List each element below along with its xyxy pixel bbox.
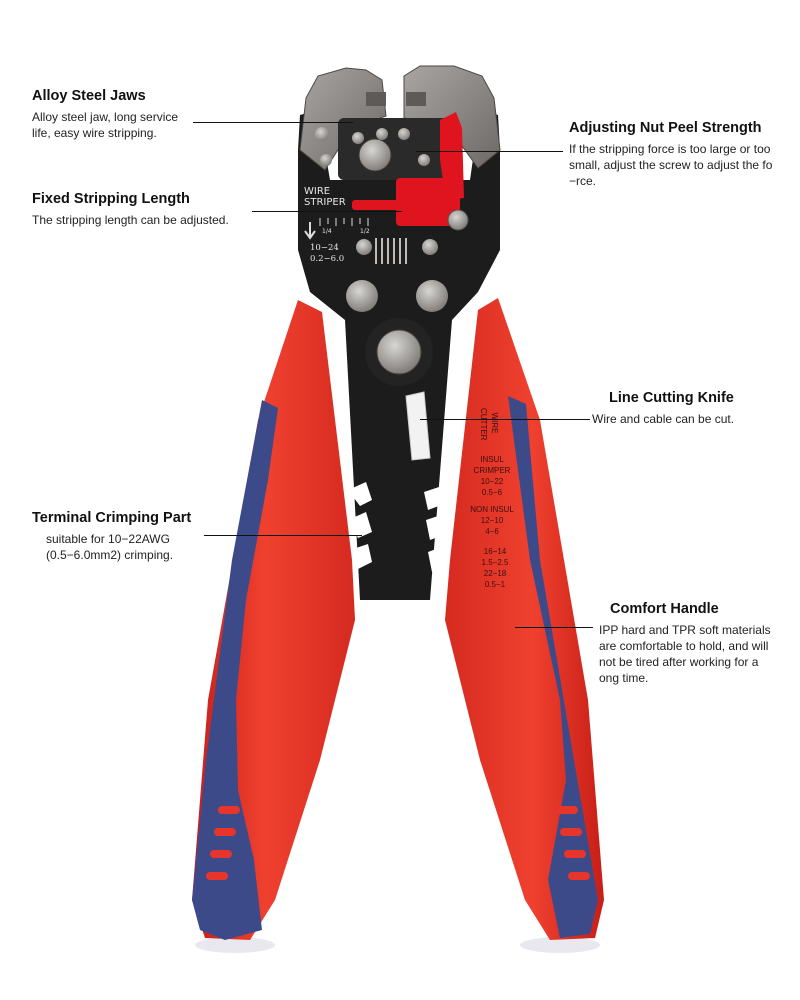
callout-text: Wire and cable can be cut. <box>592 412 735 426</box>
callout-title: Fixed Stripping Length <box>32 191 190 207</box>
stripping-scale <box>319 218 369 226</box>
leader-line <box>204 535 362 536</box>
jaw-teeth <box>366 92 386 106</box>
shadow <box>520 937 600 953</box>
crimp-teeth-left <box>348 482 372 570</box>
leader-line <box>515 627 593 628</box>
callout-fixed-stripping-length: Fixed Stripping Length The stripping len… <box>32 191 229 228</box>
grip-slots <box>556 806 590 880</box>
callout-line-cutting-knife: Line Cutting Knife Wire and cable can be… <box>592 390 734 427</box>
callout-title: Alloy Steel Jaws <box>32 88 146 104</box>
insul-crimper-marking: INSUL CRIMPER 10−22 0.5−6 <box>473 455 511 497</box>
grip-slots <box>206 806 240 880</box>
wire-stripper-marking: WIRE STRIPER <box>304 186 346 208</box>
down-arrow-icon <box>304 222 316 240</box>
callout-title: Adjusting Nut Peel Strength <box>569 120 762 136</box>
bolt <box>356 239 372 255</box>
bolt <box>320 154 332 166</box>
size-marking: 16−14 1.5−2.5 22−18 0.5−1 <box>481 547 509 589</box>
handle-right <box>445 298 604 940</box>
adjuster-pin <box>352 200 400 210</box>
pivot-bolt <box>376 329 422 375</box>
bolt <box>422 239 438 255</box>
callout-title: Terminal Crimping Part <box>32 510 192 526</box>
wire-cutter-marking: WIRE CUTTER <box>479 408 499 441</box>
bolt <box>416 280 448 312</box>
bolt <box>346 280 378 312</box>
callout-text: suitable for 10−22AWG (0.5−6.0mm2) crimp… <box>46 532 174 562</box>
callout-terminal-crimping: Terminal Crimping Part suitable for 10−2… <box>32 510 191 563</box>
bolt-plate <box>338 118 450 180</box>
scale-label-quarter: 1/4 <box>322 228 332 235</box>
cutting-blade <box>405 391 431 461</box>
handle-right-grip <box>508 396 598 938</box>
callout-adjusting-nut: Adjusting Nut Peel Strength If the strip… <box>569 120 778 189</box>
bolt <box>352 132 364 144</box>
adjuster-screw <box>447 209 469 231</box>
leader-line <box>193 122 353 123</box>
bolt <box>398 128 410 140</box>
callout-title: Line Cutting Knife <box>609 390 734 406</box>
bolt <box>418 154 430 166</box>
crimp-teeth-right <box>424 486 446 572</box>
shadow <box>195 937 275 953</box>
callout-text: Alloy steel jaw, long service life, easy… <box>32 110 179 140</box>
bolt <box>358 138 392 172</box>
leader-line <box>416 151 563 152</box>
callout-alloy-steel-jaws: Alloy Steel Jaws Alloy steel jaw, long s… <box>32 88 178 141</box>
awg-range-marking: 10−24 0.2−6.0 <box>310 243 345 264</box>
adjuster-block <box>396 178 460 226</box>
callout-title: Comfort Handle <box>610 601 719 617</box>
bolt <box>315 127 329 141</box>
callout-comfort-handle: Comfort Handle IPP hard and TPR soft mat… <box>599 601 771 686</box>
scale-label-half: 1/2 <box>360 228 370 235</box>
callout-text: IPP hard and TPR soft materials are comf… <box>599 623 771 685</box>
jaw-teeth <box>406 92 426 106</box>
non-insul-marking: NON INSUL 12−10 4−6 <box>470 505 514 536</box>
leader-line <box>252 211 402 212</box>
leader-line <box>420 419 590 420</box>
callout-text: If the stripping force is too large or t… <box>569 142 773 188</box>
spring <box>375 238 407 264</box>
callout-text: The stripping length can be adjusted. <box>32 213 229 227</box>
bolt <box>376 128 388 140</box>
